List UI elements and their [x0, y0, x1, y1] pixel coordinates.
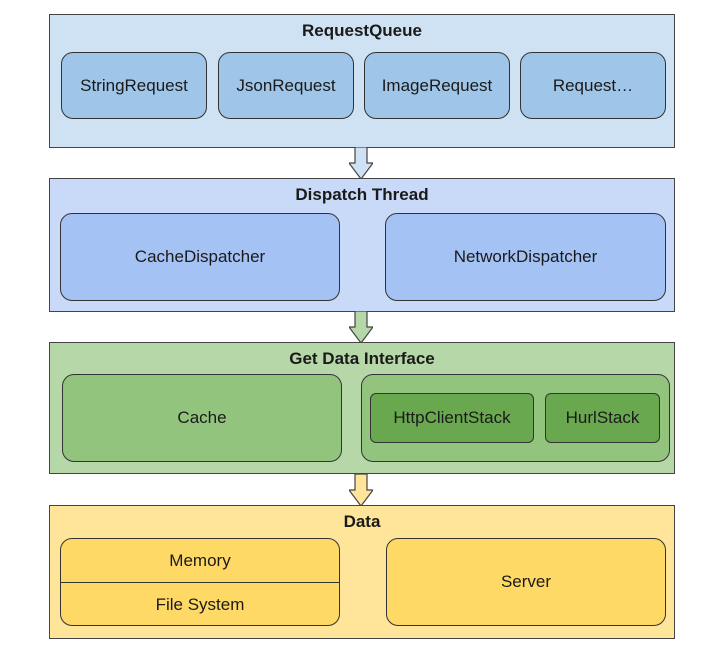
local-storage-box: Memory File System [60, 538, 340, 626]
request-ellipsis-box: Request… [520, 52, 666, 119]
memory-row: Memory [169, 550, 231, 570]
data-layer: Data Memory File System Server [49, 505, 675, 639]
down-arrow-icon [349, 311, 373, 343]
down-arrow-icon [349, 474, 373, 506]
request-queue-layer: RequestQueue StringRequest JsonRequest I… [49, 14, 675, 148]
layer-title: Dispatch Thread [295, 185, 429, 204]
image-request-box: ImageRequest [364, 52, 510, 119]
json-request-box: JsonRequest [218, 52, 354, 119]
cache-box: Cache [62, 374, 342, 462]
get-data-interface-layer: Get Data Interface Cache HttpClientStack… [49, 342, 675, 474]
server-box: Server [386, 538, 666, 626]
layer-title: Get Data Interface [289, 349, 435, 368]
string-request-box: StringRequest [61, 52, 207, 119]
down-arrow-icon [349, 147, 373, 179]
http-client-stack-box: HttpClientStack [370, 393, 534, 443]
network-dispatcher-box: NetworkDispatcher [385, 213, 666, 301]
file-system-row: File System [61, 582, 339, 625]
layer-title: Data [343, 512, 381, 531]
dispatch-thread-layer: Dispatch Thread CacheDispatcher NetworkD… [49, 178, 675, 312]
hurl-stack-box: HurlStack [545, 393, 660, 443]
network-stack-group: HttpClientStack HurlStack [361, 374, 670, 462]
layer-title: RequestQueue [302, 21, 422, 40]
cache-dispatcher-box: CacheDispatcher [60, 213, 340, 301]
